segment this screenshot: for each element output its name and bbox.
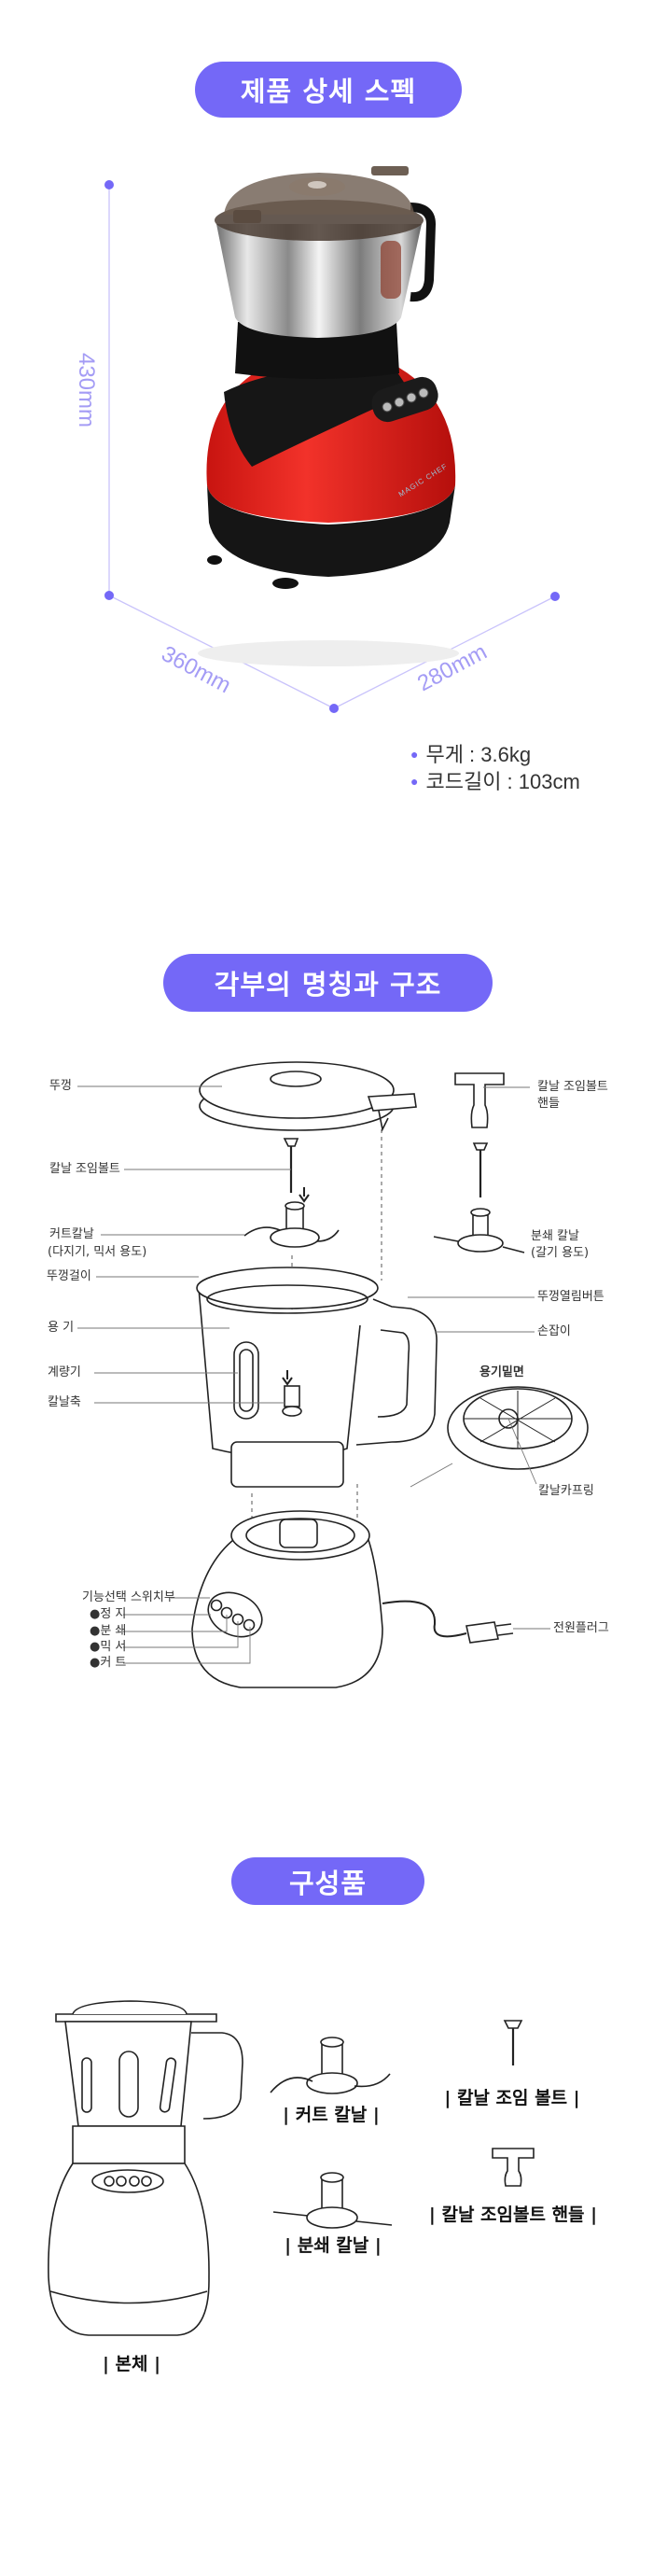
spec-weight-text: 무게 : 3.6kg [425, 743, 532, 766]
component-cutter-blade: | 커트 칼날 | [283, 2105, 380, 2125]
label-power-plug: 전원플러그 [553, 1621, 609, 1635]
label-lid-hook: 뚜껑걸이 [47, 1269, 91, 1283]
label-blade-bolt: 칼날 조임볼트 [49, 1162, 120, 1176]
label-cutter-blade: 커트칼날 [49, 1227, 94, 1241]
label-cut: ●커 트 [90, 1656, 127, 1670]
component-bolt-handle: | 칼날 조임볼트 핸들 | [428, 2205, 598, 2225]
product-photo [198, 166, 459, 666]
bullet-icon: ● [410, 747, 419, 762]
spec-cord-length: ● 코드길이 : 103cm [410, 765, 580, 795]
label-grind-blade-use: (갈기 용도) [531, 1246, 590, 1260]
component-drawings [48, 2000, 535, 2336]
component-grind-blade: | 분쇄 칼날 | [285, 2235, 382, 2256]
label-bolt-handle: 칼날 조임볼트 [537, 1080, 608, 1094]
parts-diagram [191, 1061, 589, 1688]
label-bolt-handle-2: 핸들 [537, 1097, 560, 1111]
label-grind-blade: 분쇄 칼날 [531, 1229, 579, 1243]
label-switch-panel: 기능선택 스위치부 [82, 1590, 175, 1604]
section-title-parts: 각부의 명칭과 구조 [163, 954, 493, 1012]
component-main-body: | 본체 | [102, 2354, 161, 2374]
leader-lines [77, 1085, 550, 1664]
bullet-icon: ● [410, 774, 419, 789]
height-dimension-label: 430mm [74, 352, 100, 428]
label-handle: 손잡이 [537, 1324, 571, 1338]
label-stop: ●정 지 [90, 1607, 127, 1621]
label-mixer: ●믹 서 [90, 1640, 127, 1654]
label-container: 용 기 [48, 1321, 75, 1335]
spec-weight: ● 무게 : 3.6kg [410, 738, 531, 768]
label-cutter-blade-use: (다지기, 믹서 용도) [48, 1245, 147, 1259]
section-title-components: 구성품 [231, 1857, 424, 1905]
label-container-bottom: 용기밑면 [479, 1365, 524, 1379]
dimension-dots [104, 180, 560, 713]
label-measure: 계량기 [48, 1365, 81, 1379]
label-lid-open-button: 뚜껑열림버튼 [537, 1290, 604, 1304]
label-blade-coupling: 칼날카프링 [538, 1484, 594, 1498]
label-blade-shaft: 칼날축 [48, 1395, 81, 1409]
label-lid: 뚜껑 [49, 1079, 72, 1093]
label-grind: ●분 쇄 [90, 1624, 127, 1638]
component-blade-bolt: | 칼날 조임 볼트 | [444, 2088, 580, 2108]
spec-cord-text: 코드길이 : 103cm [425, 770, 580, 793]
section-title-spec: 제품 상세 스펙 [195, 62, 462, 118]
